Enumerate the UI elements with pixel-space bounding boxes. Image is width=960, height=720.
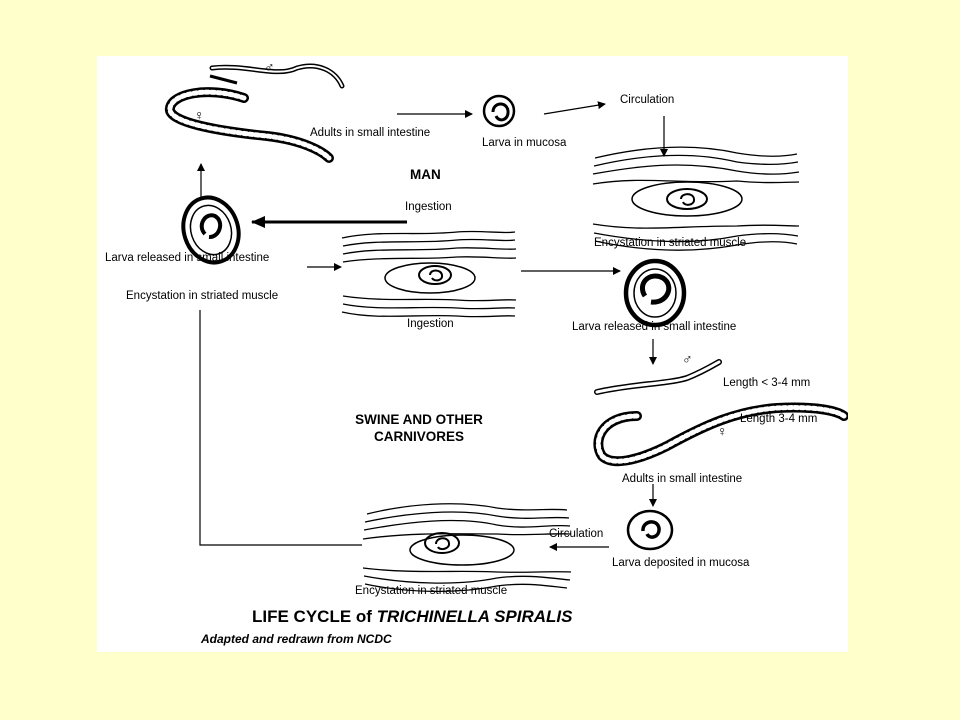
label-circulation-bottom: Circulation — [549, 528, 604, 540]
label-ingestion-top: Ingestion — [405, 201, 452, 213]
male-symbol-swine: ♂ — [682, 351, 693, 367]
label-encyst-man: Encystation in striated muscle — [594, 237, 747, 249]
larva-released-swine — [623, 258, 687, 328]
host-label-swine: SWINE AND OTHER CARNIVORES — [349, 411, 489, 445]
label-length-female: Length 3-4 mm — [740, 413, 818, 425]
female-symbol-man: ♀ — [194, 107, 205, 123]
label-encyst-left: Encystation in striated muscle — [126, 290, 279, 302]
label-length-male: Length < 3-4 mm — [723, 377, 811, 389]
diagram-panel: Adults in small intestine Larva in mucos… — [97, 56, 848, 652]
host-label-man: MAN — [410, 167, 441, 182]
adult-worms-man — [165, 63, 345, 163]
label-larva-released-man: Larva released in small intestine — [105, 252, 270, 264]
title-prefix: LIFE CYCLE of — [252, 607, 377, 626]
label-larva-deposited: Larva deposited in mucosa — [612, 557, 750, 569]
encyst-muscle-center — [341, 230, 517, 318]
label-larva-released-swine: Larva released in small intestine — [572, 321, 737, 333]
label-adults-swine: Adults in small intestine — [622, 473, 743, 485]
larva-deposited-swine — [626, 509, 674, 551]
cycle-arrows — [197, 101, 668, 551]
figure-title: LIFE CYCLE of TRICHINELLA SPIRALIS — [252, 607, 573, 627]
life-cycle-drawing — [165, 63, 848, 593]
label-encyst-swine: Encystation in striated muscle — [355, 585, 508, 597]
female-symbol-swine: ♀ — [717, 423, 728, 439]
label-ingestion-mid: Ingestion — [407, 318, 454, 330]
larva-mucosa-man — [482, 94, 516, 128]
host-label-swine-line1: SWINE AND OTHER — [355, 412, 483, 427]
label-circulation-top: Circulation — [620, 94, 675, 106]
encyst-muscle-swine — [362, 503, 572, 593]
title-species: TRICHINELLA SPIRALIS — [376, 607, 573, 626]
adult-worms-swine — [593, 359, 848, 467]
host-label-swine-line2: CARNIVORES — [373, 429, 464, 444]
figure-credit: Adapted and redrawn from NCDC — [201, 632, 392, 646]
label-adults-man: Adults in small intestine — [310, 127, 431, 139]
label-larva-mucosa: Larva in mucosa — [482, 137, 567, 149]
encyst-muscle-man — [592, 146, 800, 251]
male-symbol-man: ♂ — [264, 59, 275, 75]
